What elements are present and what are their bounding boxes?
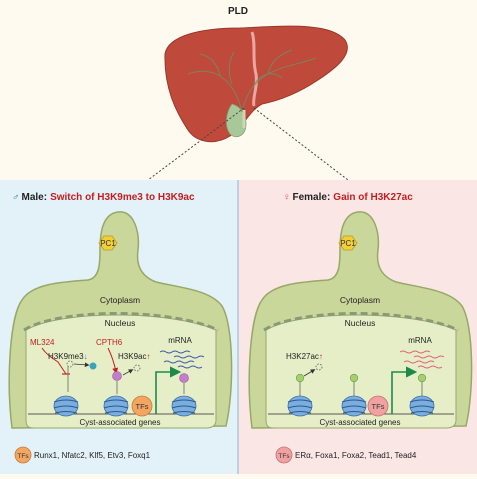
male-pc1-icon	[98, 235, 118, 251]
female-nucleus-label: Nucleus	[345, 318, 376, 328]
female-nucleosome-1	[287, 395, 313, 417]
male-nucleosome-3	[171, 395, 197, 417]
female-symbol: ♀	[283, 192, 291, 203]
female-legend-tf-icon	[275, 446, 293, 464]
male-nucleosome-1	[53, 395, 79, 417]
female-acetyl-mark-2	[349, 373, 359, 383]
male-tf-bubble	[131, 395, 153, 417]
liver-illustration	[164, 25, 348, 143]
male-nuclear-envelope	[23, 312, 219, 332]
male-acetyl-mark	[112, 371, 122, 381]
male-conversion-arrow-1	[73, 362, 90, 368]
female-cytoplasm-label: Cytoplasm	[340, 295, 380, 305]
female-nucleosome-2	[341, 395, 367, 417]
ml324-inhibit-line	[41, 347, 67, 375]
male-mrna-label: mRNA	[168, 336, 192, 345]
male-legend-text: Runx1, Nfatc2, Klf5, Etv3, Foxq1	[34, 451, 151, 460]
female-mark-h3k27ac: H3K27ac↑	[286, 352, 323, 361]
male-heading-prefix: Male:	[22, 192, 48, 203]
female-nuclear-envelope	[263, 312, 459, 332]
female-heading: ♀Female:Gain of H3K27ac	[283, 192, 413, 203]
female-genes-label: Cyst-associated genes	[320, 418, 401, 427]
female-acetyl-mark-1	[295, 373, 305, 383]
female-pc1-icon	[338, 235, 358, 251]
female-tf-bubble	[367, 395, 389, 417]
male-mark-h3k9ac: H3K9ac↑	[118, 352, 150, 361]
female-conversion-arrow	[303, 369, 316, 377]
female-legend: TFs ERα, Foxa1, Foxa2, Tead1, Tead4	[275, 446, 417, 464]
male-mrna-strands	[159, 350, 205, 369]
female-tf-label: TFs	[372, 402, 385, 411]
male-methyl-mark	[89, 362, 97, 370]
drug-ml324-label: ML324	[30, 338, 55, 347]
male-legend: TFs Runx1, Nfatc2, Klf5, Etv3, Foxq1	[14, 446, 151, 464]
male-transcription-arrow	[155, 366, 182, 414]
female-heading-emph: Gain of H3K27ac	[333, 192, 413, 203]
male-legend-tf-icon	[14, 446, 32, 464]
drug-cpth6-label: CPTH6	[96, 338, 123, 347]
male-legend-tf-label: TFs	[17, 453, 29, 460]
female-acetyl-mark-3	[417, 373, 427, 383]
cpth6-arrow	[107, 347, 119, 374]
female-legend-tf-label: TFs	[278, 453, 290, 460]
zoom-line-left	[147, 107, 245, 181]
male-acetyl-mark-2	[179, 373, 189, 383]
male-empty-mark-1	[66, 360, 74, 368]
male-nucleus-label: Nucleus	[105, 318, 136, 328]
female-pc1-label: PC1	[340, 239, 356, 248]
female-mrna-strands	[399, 350, 445, 369]
male-genes-label: Cyst-associated genes	[80, 418, 161, 427]
male-cell: PC1 Cytoplasm Nucleus ML324 CPTH6 H3K9me…	[8, 211, 233, 429]
female-nucleosome-3	[409, 395, 435, 417]
male-conversion-arrow-2	[122, 369, 134, 376]
female-mrna-label: mRNA	[408, 336, 432, 345]
male-cytoplasm-label: Cytoplasm	[100, 295, 140, 305]
female-transcription-arrow	[391, 366, 418, 414]
female-heading-prefix: Female:	[293, 192, 331, 203]
male-empty-mark-2	[133, 364, 141, 372]
male-heading: ♂Male:Switch of H3K9me3 to H3K9ac	[12, 192, 195, 203]
male-mark-h3k9me3: H3K9me3↓	[48, 352, 88, 361]
female-cell: PC1 Cytoplasm Nucleus H3K27ac↑ mRNA	[248, 211, 473, 429]
female-legend-text: ERα, Foxa1, Foxa2, Tead1, Tead4	[295, 451, 417, 460]
male-heading-emph: Switch of H3K9me3 to H3K9ac	[50, 192, 195, 203]
figure-title: PLD	[228, 6, 248, 17]
male-tf-label: TFs	[136, 402, 149, 411]
male-symbol: ♂	[12, 192, 20, 203]
female-empty-mark	[315, 363, 323, 371]
male-nucleosome-2	[103, 395, 129, 417]
male-pc1-label: PC1	[100, 239, 116, 248]
